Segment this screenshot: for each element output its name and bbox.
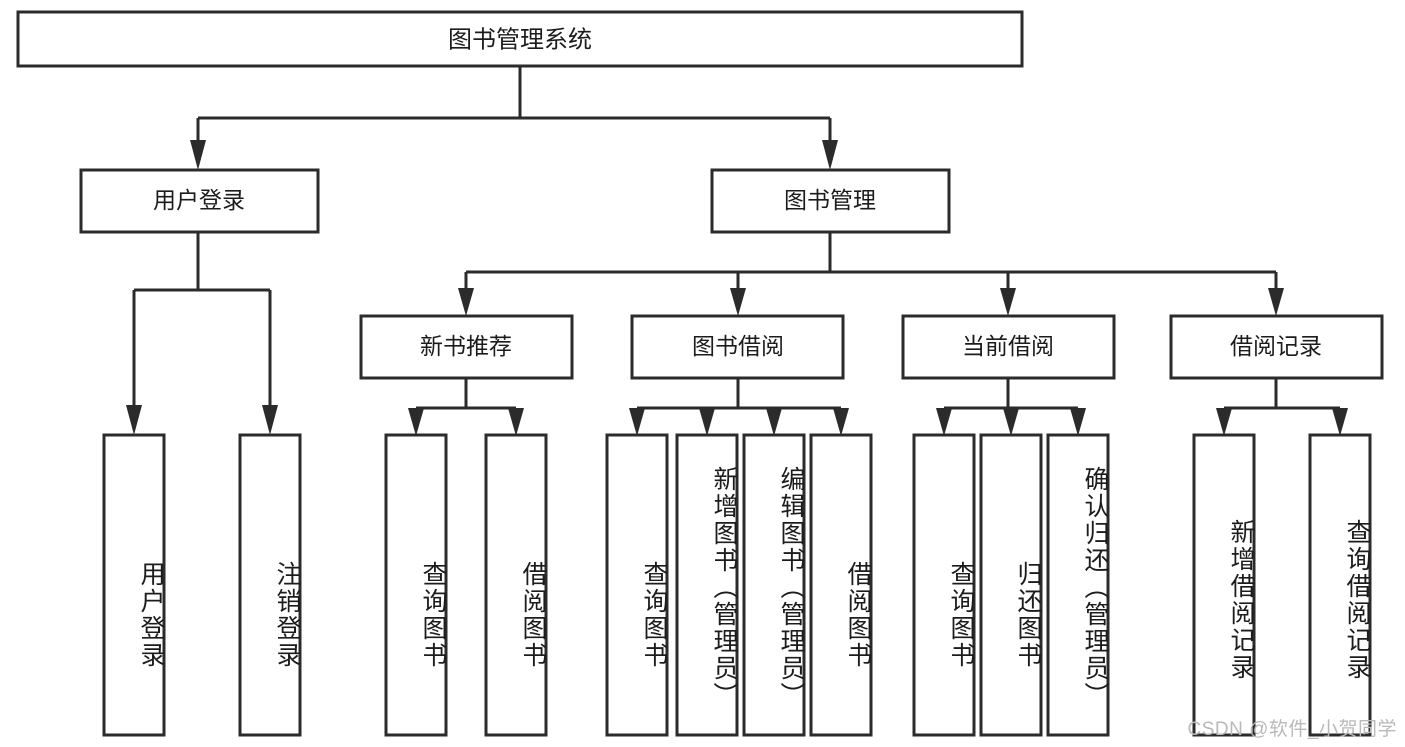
node-borrow-record-label: 借阅记录 [1230,333,1322,359]
node-current-borrow-box [901,314,1116,380]
arrow-to-currentborrow [1000,288,1016,316]
arrow-currentborrow-leaf-3 [1070,408,1086,436]
node-book-management[interactable]: 图书管理 [710,168,951,234]
leaf-box-book-borrow-4[interactable] [809,433,873,737]
arrow-borrowrecord-leaf-1 [1216,408,1232,436]
connectors [126,66,1348,436]
node-new-book-recommend-label: 新书推荐 [420,333,512,359]
arrow-currentborrow-leaf-1 [936,408,952,436]
leaf-box-borrow-record-2[interactable] [1308,433,1372,737]
arrow-newbook-leaf-2 [508,408,524,436]
node-current-borrow-label: 当前借阅 [962,333,1054,359]
leaf-box-user-login-1[interactable] [102,433,166,737]
node-borrow-record-box [1169,314,1384,380]
node-new-book-recommend-box [359,314,574,380]
arrow-to-bookmgmt [822,140,838,170]
arrow-bookborrow-leaf-1 [629,408,645,436]
arrow-to-userlogin [190,140,206,170]
node-user-login[interactable]: 用户登录 [79,168,320,234]
leaf-box-book-borrow-2[interactable] [675,433,739,737]
node-root-box [16,10,1024,68]
leaf-box-new-book-2[interactable] [484,433,548,737]
arrow-to-borrowrecord [1268,288,1284,316]
arrow-bookborrow-leaf-3 [766,408,782,436]
node-current-borrow[interactable]: 当前借阅 [901,314,1116,380]
node-root-system[interactable]: 图书管理系统 [16,10,1024,68]
arrow-bookborrow-leaf-4 [833,408,849,436]
arrow-userlogin-leaf-1 [126,405,142,435]
node-borrow-record[interactable]: 借阅记录 [1169,314,1384,380]
node-user-login-label: 用户登录 [153,187,245,213]
leaf-box-new-book-1[interactable] [384,433,448,737]
leaf-boxes [102,433,1372,737]
arrow-to-bookborrow [730,288,746,316]
leaf-box-book-borrow-1[interactable] [605,433,669,737]
arrow-currentborrow-leaf-2 [1003,408,1019,436]
leaf-box-user-login-2[interactable] [238,433,302,737]
arrow-newbook-leaf-1 [408,408,424,436]
arrow-userlogin-leaf-2 [262,405,278,435]
node-book-management-box [710,168,951,234]
node-book-borrow[interactable]: 图书借阅 [630,314,845,380]
arrow-bookborrow-leaf-2 [699,408,715,436]
arrow-borrowrecord-leaf-2 [1332,408,1348,436]
leaf-box-book-borrow-3[interactable] [742,433,806,737]
node-book-borrow-box [630,314,845,380]
leaf-box-current-borrow-1[interactable] [912,433,976,737]
arrow-to-newbook [458,288,474,316]
node-user-login-box [79,168,320,234]
node-root-label: 图书管理系统 [448,26,592,53]
node-book-borrow-label: 图书借阅 [692,333,784,359]
leaf-box-current-borrow-2[interactable] [979,433,1043,737]
csdn-watermark: CSDN @软件_小贺同学 [1187,719,1397,740]
leaf-box-current-borrow-3[interactable] [1046,433,1110,737]
leaf-box-borrow-record-1[interactable] [1192,433,1256,737]
node-book-management-label: 图书管理 [784,187,876,213]
node-new-book-recommend[interactable]: 新书推荐 [359,314,574,380]
